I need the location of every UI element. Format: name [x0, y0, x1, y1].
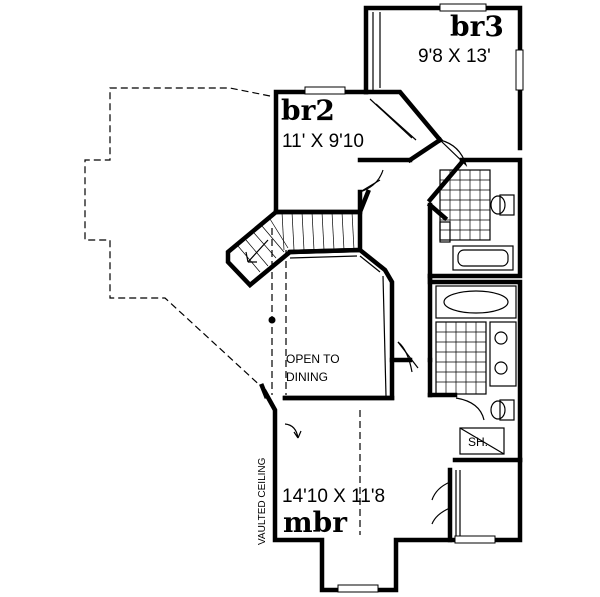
open-label-line1: OPEN TO: [286, 352, 340, 366]
bedroom-2-door-swing: [359, 169, 384, 193]
vaulted-ceiling-label: VAULTED CEILING: [257, 457, 268, 545]
vault-arrow: [284, 423, 302, 439]
mbr-side-window: [454, 535, 496, 544]
shower-icon: [459, 427, 505, 455]
bath-upper: [426, 157, 523, 279]
stair-arrow: [245, 239, 269, 263]
open-to-dining: OPEN TO DINING: [268, 247, 395, 401]
toilet-icon: [490, 195, 506, 215]
bedroom-3-size: 9'8 X 13': [418, 46, 491, 67]
tub-icon: [435, 285, 517, 319]
bedroom-3-name: br3: [450, 10, 504, 43]
bedroom-2-window: [304, 86, 346, 95]
lower-floor-outline: [84, 87, 361, 535]
bedroom-2-name: br2: [281, 94, 335, 127]
closet-door-swing: [431, 481, 451, 525]
mbr-name: mbr: [283, 506, 348, 539]
mbr-window: [337, 584, 379, 593]
bedroom-3-window: [439, 3, 487, 12]
mbr-size: 14'10 X 11'8: [282, 486, 385, 507]
bath-master: SH.: [427, 273, 523, 463]
bedroom-2-size: 11' X 9'10: [282, 131, 364, 152]
master-bedroom: [259, 383, 523, 593]
toilet-icon: [490, 400, 506, 420]
bedroom-3-side-window: [515, 49, 524, 91]
bedroom-3-door-swing: [437, 138, 468, 168]
bathtub-icon: [452, 245, 514, 271]
shower-label: SH.: [468, 435, 488, 449]
hall: [357, 189, 433, 373]
ceiling-fixture: [268, 316, 276, 324]
bedroom-3: [363, 3, 524, 151]
open-label-line2: DINING: [286, 370, 328, 384]
sink-icon: [494, 361, 508, 375]
sink-icon: [494, 331, 508, 345]
